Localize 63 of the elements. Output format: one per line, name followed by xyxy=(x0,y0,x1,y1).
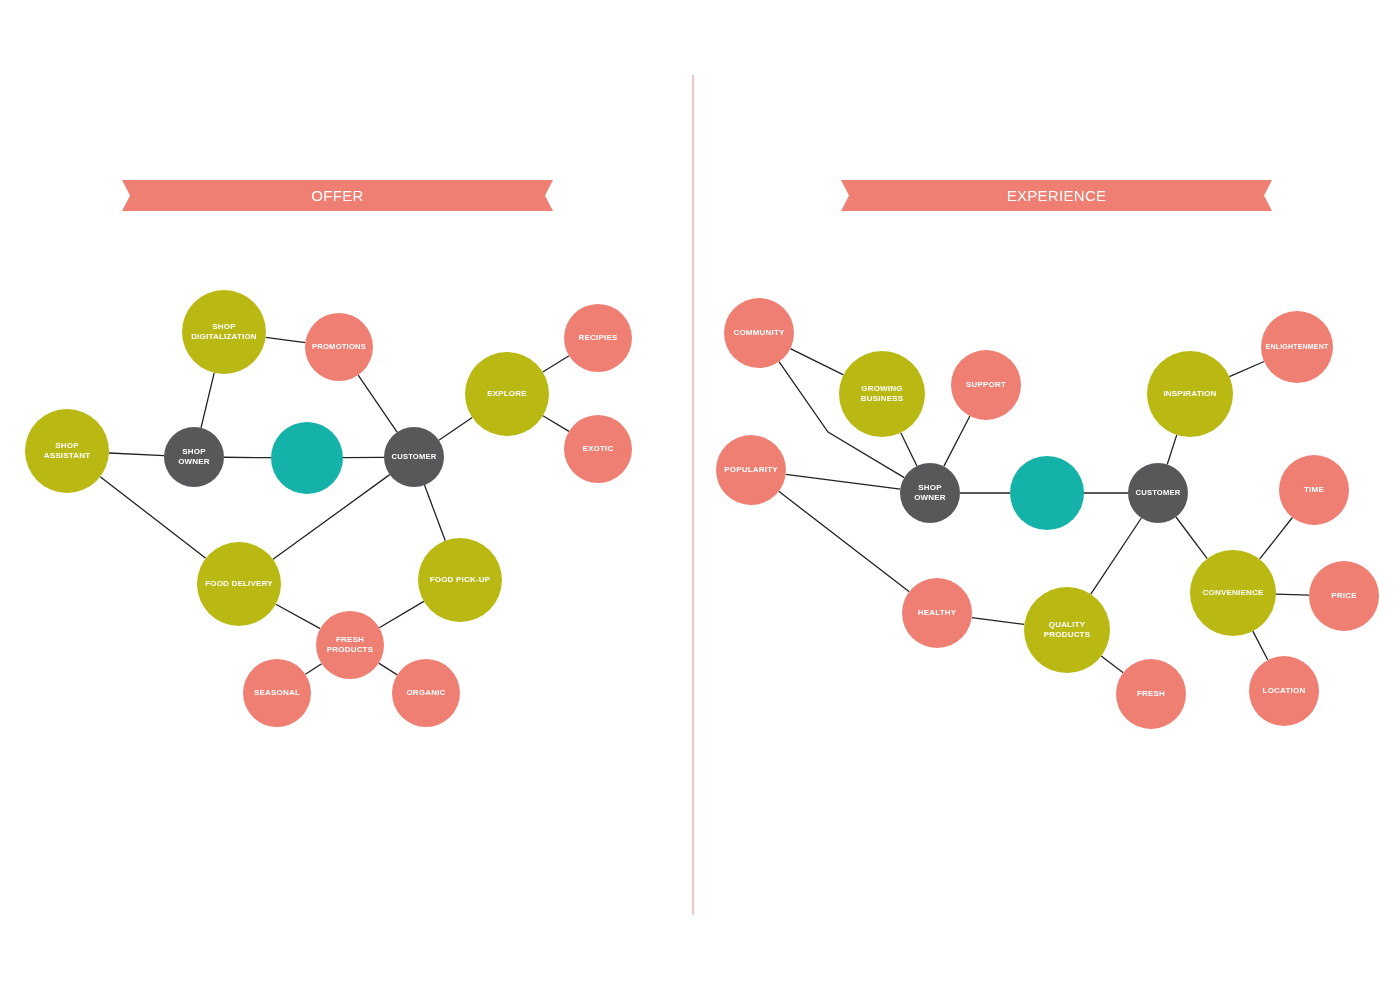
actor-circle xyxy=(384,427,444,487)
node-label: COMMUNITY xyxy=(733,328,785,338)
node-label: QUALITY PRODUCTS xyxy=(1042,620,1092,640)
connector-line xyxy=(785,473,901,490)
connector-line xyxy=(1166,434,1178,466)
node-label: EXPLORE xyxy=(487,389,527,399)
node-label: EXOTIC xyxy=(582,444,614,454)
node-label: SHOP ASSISTANT xyxy=(42,441,92,461)
connector-line xyxy=(265,336,306,344)
connector-line xyxy=(108,452,165,457)
actor-circle xyxy=(900,463,960,523)
connector-line xyxy=(378,600,425,629)
connector-line xyxy=(357,374,398,433)
connector-line xyxy=(789,347,845,376)
connector-line xyxy=(1275,593,1310,596)
connector-line xyxy=(542,415,570,433)
connector-line xyxy=(900,432,918,467)
node-label: FRESH xyxy=(1136,689,1166,699)
connector-line xyxy=(378,662,398,676)
connector-line xyxy=(1083,492,1129,494)
section-title: OFFER xyxy=(311,187,364,204)
node-label: PRICE xyxy=(1331,591,1357,601)
node-label: SHOP DIGITALIZATION xyxy=(190,322,258,342)
connector-line xyxy=(423,484,446,542)
connector-line xyxy=(971,616,1025,626)
node-label: SHOP OWNER xyxy=(177,447,211,467)
connector-line xyxy=(1258,516,1293,560)
connector-line xyxy=(959,492,1011,494)
connector-line xyxy=(1228,360,1265,378)
node-label: FRESH PRODUCTS xyxy=(325,635,375,655)
node-label: GROWING BUSINESS xyxy=(859,384,905,404)
connector-line xyxy=(778,361,905,479)
node-label: ORGANIC xyxy=(406,688,446,698)
connector-line xyxy=(272,473,391,560)
actor-circle xyxy=(1128,463,1188,523)
node-label: SEASONAL xyxy=(253,688,301,698)
connector-line xyxy=(99,476,207,559)
connector-line xyxy=(1100,655,1124,674)
connector-line xyxy=(438,416,473,441)
connector-line xyxy=(342,456,385,459)
connector-line xyxy=(1175,516,1208,560)
node-label: SHOP OWNER xyxy=(913,483,947,503)
node-label: SUPPORT xyxy=(965,380,1007,390)
node-label: POPULARITY xyxy=(724,465,778,475)
node-label: LOCATION xyxy=(1262,686,1306,696)
connector-line xyxy=(542,355,570,373)
connector-line xyxy=(1252,630,1269,661)
connector-line xyxy=(1090,517,1143,595)
connector-line xyxy=(943,415,971,467)
node-label: HEALTHY xyxy=(917,608,957,618)
node-label: FOOD DELIVERY xyxy=(205,579,273,589)
connector-line xyxy=(223,456,272,459)
actor-circle xyxy=(164,427,224,487)
node-label: FOOD PICK-UP xyxy=(429,575,491,585)
section-title: EXPERIENCE xyxy=(1006,187,1107,204)
node-label: RECIPIES xyxy=(578,333,618,343)
connector-line xyxy=(304,663,323,675)
connector-line xyxy=(275,603,321,630)
connector-line xyxy=(200,372,215,429)
node-label: CONVENIENCE xyxy=(1202,588,1264,598)
connector-line xyxy=(778,490,910,593)
node-label: TIME xyxy=(1304,485,1324,495)
node-label: INSPIRATION xyxy=(1163,389,1217,399)
